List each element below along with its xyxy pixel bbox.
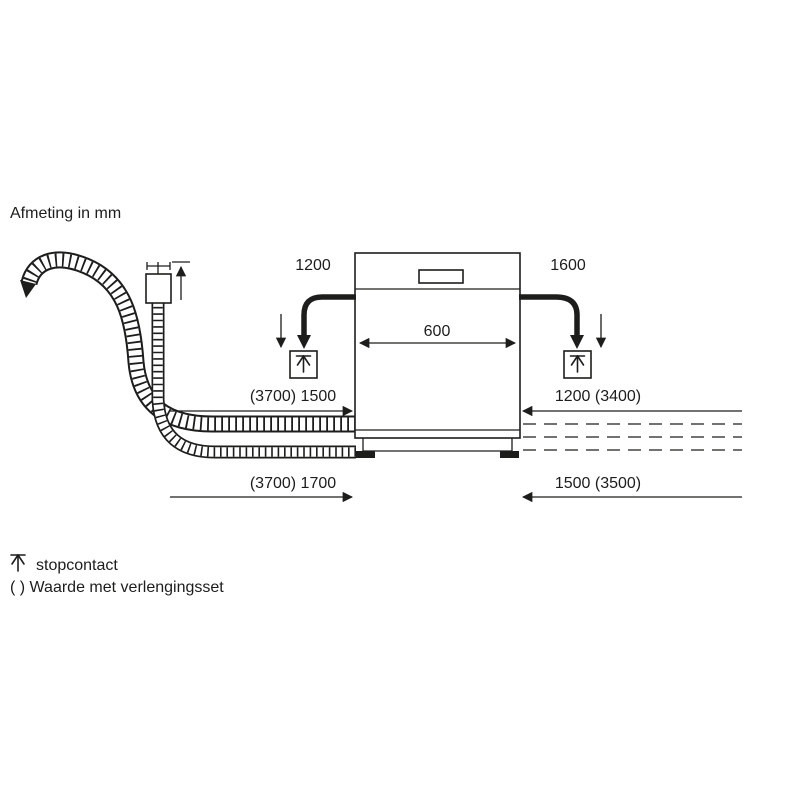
width-dimension: 600	[358, 323, 517, 349]
hose-lower-left-label: (3700) 1700	[250, 475, 336, 492]
water-tap	[145, 261, 190, 304]
legend-extension-label: ( ) Waarde met verlengingsset	[10, 579, 224, 596]
legend-socket-label: stopcontact	[36, 557, 118, 574]
foot-right	[500, 451, 519, 458]
cable-left-label: 1200	[295, 257, 331, 274]
power-socket-icon	[10, 554, 26, 572]
drain-hose-arrow-icon	[20, 280, 36, 298]
hose-lower-right-dimension: 1500 (3500)	[521, 475, 742, 503]
cable-left-curve	[301, 294, 356, 336]
cable-right-label: 1600	[550, 257, 586, 274]
hose-upper-left-dimension: (3700) 1500	[170, 388, 354, 417]
hose-upper-right-dimension: 1200 (3400)	[521, 388, 742, 451]
hose-lower-right-label: 1500 (3500)	[555, 475, 641, 492]
page-title: Afmeting in mm	[10, 205, 121, 222]
dishwasher	[354, 252, 521, 458]
supply-hose	[151, 303, 356, 459]
foot-left	[356, 451, 375, 458]
cable-right-curve	[519, 294, 580, 336]
hose-upper-left-label: (3700) 1500	[250, 388, 336, 405]
drain-hose	[20, 251, 356, 433]
cable-left: 1200	[275, 257, 356, 379]
legend: stopcontact ( ) Waarde met verlengingsse…	[10, 554, 224, 596]
hose-upper-right-label: 1200 (3400)	[555, 388, 641, 405]
water-tap-valve-icon	[145, 273, 172, 304]
hose-lower-left-dimension: (3700) 1700	[170, 475, 354, 503]
width-dimension-label: 600	[424, 323, 451, 340]
cable-right: 1600	[519, 257, 607, 379]
control-display	[418, 269, 464, 284]
